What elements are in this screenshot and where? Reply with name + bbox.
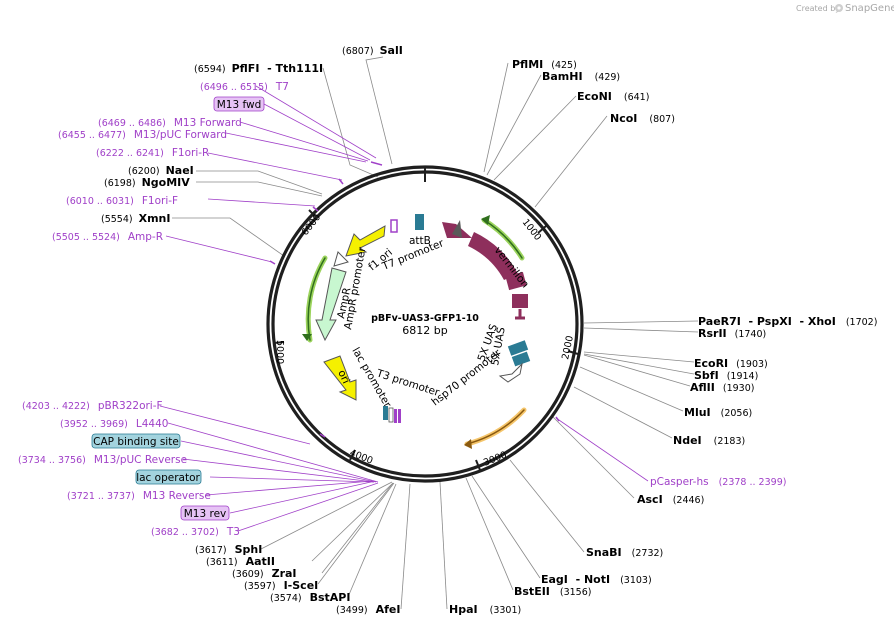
primer-t3: (3682 .. 3702)T3 xyxy=(151,526,240,538)
enzyme-hpai: HpaI(3301) xyxy=(449,603,521,616)
primer-f1ori-r: (6222 .. 6241)F1ori-R xyxy=(96,147,209,159)
primer-f1ori-f: (6010 .. 6031)F1ori-F xyxy=(66,195,178,207)
enzyme-rsrii: RsrII(1740) xyxy=(698,327,766,340)
feature-5x-uas-shapes xyxy=(507,340,531,367)
enzyme-aflii: AflII(1930) xyxy=(690,381,754,394)
feature-ori-shape xyxy=(323,355,357,401)
enzyme-i-scei: (3597)I-SceI xyxy=(244,579,318,592)
primer-amp-r: (5505 .. 5524)Amp-R xyxy=(52,231,163,243)
primer-marks-on-ring xyxy=(269,161,560,438)
snapgene-logo-icon xyxy=(835,4,843,12)
enzyme-bsteii: BstEII(3156) xyxy=(514,585,591,598)
feature-ampr-shape xyxy=(315,267,347,342)
svg-text:CAP binding site: CAP binding site xyxy=(93,436,179,448)
primer-m13-puc-forward: (6455 .. 6477)M13/pUC Forward xyxy=(58,129,227,141)
watermark-prefix: Created by xyxy=(796,4,840,13)
enzyme-ndei: NdeI(2183) xyxy=(673,434,745,447)
enzyme-bstapi: (3574)BstAPI xyxy=(270,591,350,604)
enzyme-pflfi-tth111i: (6594)PflFI - Tth111I xyxy=(194,62,323,75)
svg-text:M13 fwd: M13 fwd xyxy=(217,99,262,111)
enzyme-zrai: (3609)ZraI xyxy=(232,567,297,580)
feature-ampr-promoter-shape xyxy=(333,251,349,267)
enzyme-naei: (6200)NaeI xyxy=(128,164,194,177)
feature-vermilion-shape xyxy=(442,220,528,320)
enzyme-ecori: EcoRI(1903) xyxy=(694,357,768,370)
boxed-label-m13-fwd: M13 fwd xyxy=(213,96,265,112)
plasmid-name: pBFv-UAS3-GFP1-10 xyxy=(371,313,479,324)
green-arrowhead-left xyxy=(302,334,312,341)
svg-text:lac operator: lac operator xyxy=(136,472,200,484)
green-arrowhead-top xyxy=(481,215,490,225)
enzyme-ncoi: NcoI(807) xyxy=(610,112,675,125)
primer-t7: (6496 .. 6515)T7 xyxy=(200,81,289,93)
enzyme-xmni: (5554)XmnI xyxy=(101,212,170,225)
tick-label-5000: 5000 xyxy=(274,340,285,364)
primer-l4440: (3952 .. 3969)L4440 xyxy=(60,418,168,430)
enzyme-pflmi: PflMI(425) xyxy=(512,58,577,71)
lac-region-marks xyxy=(383,406,401,423)
feature-attB-shape xyxy=(415,214,424,230)
enzyme-sphi: (3617)SphI xyxy=(195,543,262,556)
enzyme-afei: (3499)AfeI xyxy=(336,603,400,616)
enzyme-mlui: MluI(2056) xyxy=(684,406,752,419)
feature-label-attB: attB xyxy=(409,235,431,247)
boxed-label-lac-operator: lac operator xyxy=(135,469,202,485)
enzyme-sbfi: SbfI(1914) xyxy=(694,369,758,382)
enzyme-econi: EcoNI(641) xyxy=(577,90,649,103)
enzyme-leader-lines xyxy=(172,56,699,610)
feature-f1-ori-shape xyxy=(345,225,386,257)
orange-arrowhead xyxy=(464,439,472,449)
tick-label-2000: 2000 xyxy=(560,335,576,361)
enzyme-aatii: (3611)AatII xyxy=(206,555,275,568)
primer-leader-lines xyxy=(159,85,649,532)
primer-m13-reverse: (3721 .. 3737)M13 Reverse xyxy=(67,490,211,502)
enzyme-bamhi: BamHI(429) xyxy=(542,70,620,83)
boxed-label-m13-rev: M13 rev xyxy=(180,505,230,521)
primer-m13-forward: (6469 .. 6486)M13 Forward xyxy=(98,117,242,129)
enzyme-eagi-noti: EagI - NotI(3103) xyxy=(541,573,652,586)
ring-ticks xyxy=(273,167,579,471)
enzyme-snabi: SnaBI(2732) xyxy=(586,546,663,559)
enzyme-ngomiv: (6198)NgoMIV xyxy=(104,176,190,189)
enzyme-paer7i-pspxi-xhoi: PaeR7I - PspXI - XhoI(1702) xyxy=(698,315,877,328)
tick-label-1000: 1000 xyxy=(520,217,544,243)
boxed-label-cap-binding-site: CAP binding site xyxy=(91,433,181,449)
primer-pcasper-hs: pCasper-hs(2378 .. 2399) xyxy=(650,476,786,488)
enzyme-asci: AscI(2446) xyxy=(637,493,704,506)
plasmid-size: 6812 bp xyxy=(402,324,447,337)
feature-label-ori: ori xyxy=(335,368,352,385)
t7-promoter-mark xyxy=(390,219,398,233)
enzyme-sali: (6807)SalI xyxy=(342,44,403,57)
svg-text:M13 rev: M13 rev xyxy=(184,508,227,520)
watermark-brand: SnapGene xyxy=(845,3,894,14)
primer-pbr322ori-f: (4203 .. 4222)pBR322ori-F xyxy=(22,400,163,412)
feature-hsp70-promoter-shape xyxy=(498,362,523,383)
primer-m13-puc-reverse: (3734 .. 3756)M13/pUC Reverse xyxy=(18,454,187,466)
